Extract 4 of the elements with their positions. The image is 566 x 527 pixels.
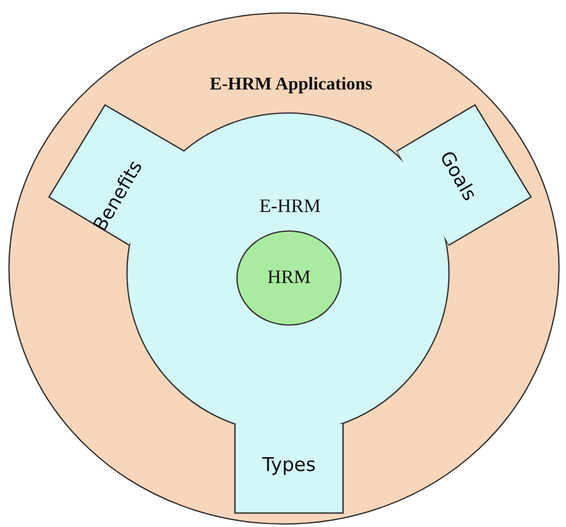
ring-title: E-HRM Applications: [210, 74, 372, 94]
hub-title: E-HRM: [259, 196, 321, 218]
arm-label: Types: [262, 454, 316, 476]
core-label: HRM: [267, 267, 311, 289]
